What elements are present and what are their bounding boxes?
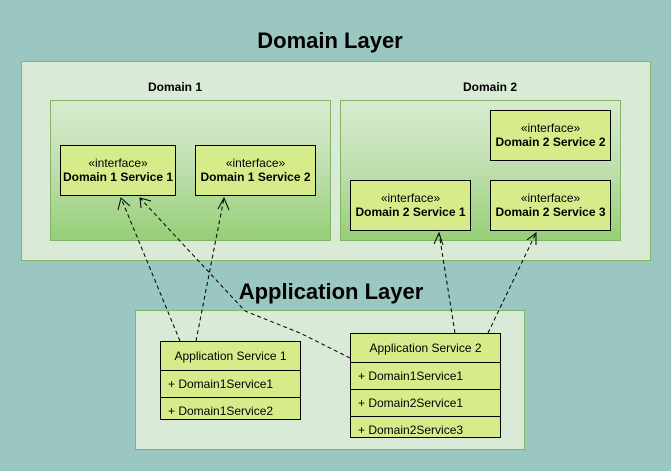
interface-stereotype: «interface» [520,121,581,135]
interface-domain2-service3[interactable]: «interface» Domain 2 Service 3 [490,180,611,231]
class-member: + Domain1Service2 [168,404,274,418]
interface-name: Domain 2 Service 3 [495,205,606,219]
class-member: + Domain1Service1 [161,371,300,398]
interface-stereotype: «interface» [225,156,286,170]
class-name: Application Service 1 [161,342,300,371]
interface-domain2-service1[interactable]: «interface» Domain 2 Service 1 [350,180,471,231]
interface-stereotype: «interface» [380,191,441,205]
class-member: + Domain2Service1 [351,390,500,417]
application-service-2[interactable]: Application Service 2 + Domain1Service1 … [350,333,501,438]
application-layer-title: Application Layer [238,279,424,304]
class-member: + Domain2Service3 [358,423,464,437]
interface-domain2-service2[interactable]: «interface» Domain 2 Service 2 [490,110,611,161]
interface-name: Domain 2 Service 1 [355,205,466,219]
domain-1-label: Domain 1 [147,80,202,94]
class-name: Application Service 2 [351,334,500,363]
interface-stereotype: «interface» [520,191,581,205]
domain-2-label: Domain 2 [462,80,517,94]
interface-name: Domain 1 Service 2 [200,170,311,184]
interface-name: Domain 2 Service 2 [495,135,606,149]
application-service-1[interactable]: Application Service 1 + Domain1Service1 … [160,341,301,420]
class-member: + Domain1Service1 [351,363,500,390]
interface-domain1-service2[interactable]: «interface» Domain 1 Service 2 [195,145,316,196]
interface-domain1-service1[interactable]: «interface» Domain 1 Service 1 [60,145,176,196]
domain-layer-title: Domain Layer [257,28,403,53]
interface-stereotype: «interface» [88,156,148,170]
interface-name: Domain 1 Service 1 [62,170,174,184]
